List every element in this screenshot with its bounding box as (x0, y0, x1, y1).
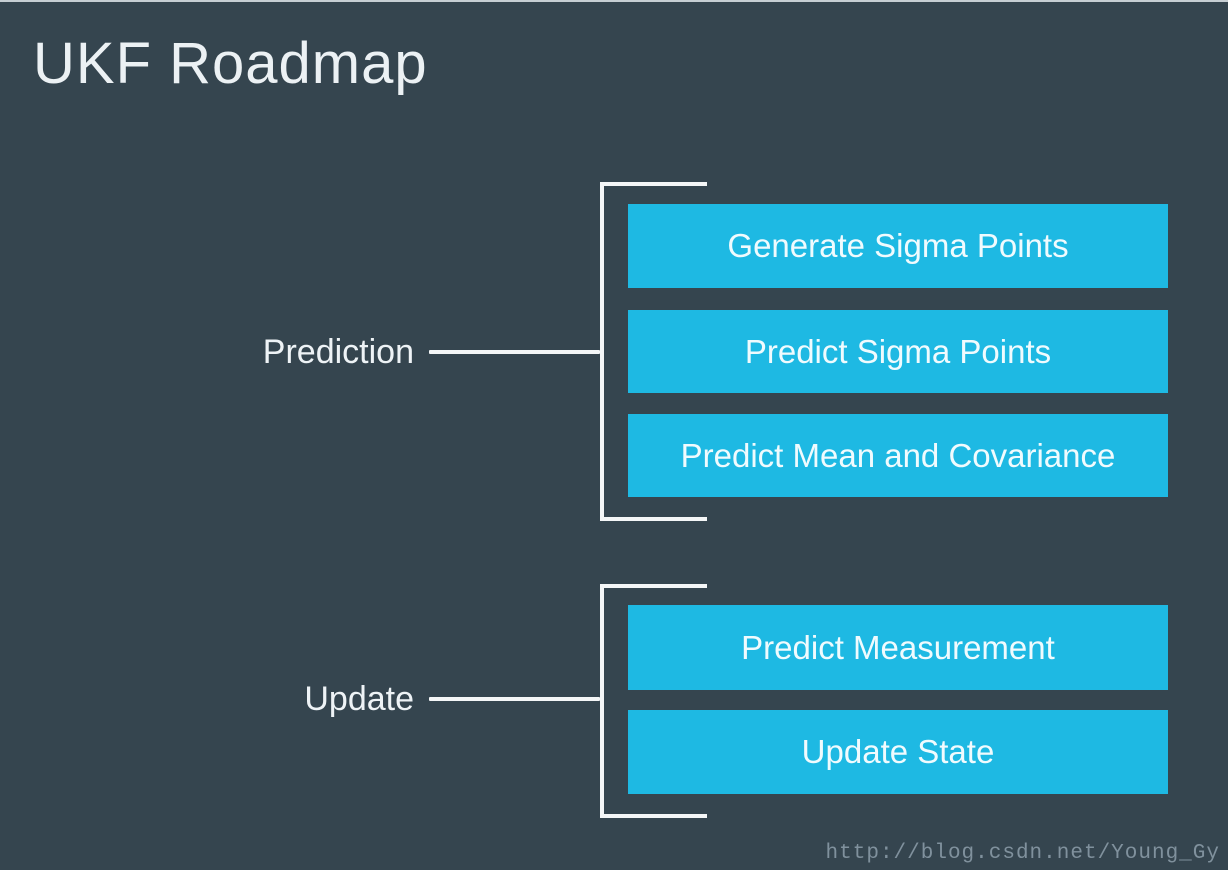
step-box-predict-mean-and-covariance: Predict Mean and Covariance (628, 414, 1168, 497)
update-bracket-top-arm (600, 584, 707, 588)
update-connector-line (429, 697, 600, 701)
watermark-url: http://blog.csdn.net/Young_Gy (825, 842, 1220, 865)
prediction-connector-line (429, 350, 600, 354)
step-box-generate-sigma-points: Generate Sigma Points (628, 204, 1168, 288)
prediction-bracket-vertical-line (600, 182, 604, 521)
step-box-predict-sigma-points: Predict Sigma Points (628, 310, 1168, 393)
group-label-update: Update (304, 680, 414, 718)
update-bracket-bottom-arm (600, 814, 707, 818)
prediction-bracket-top-arm (600, 182, 707, 186)
prediction-bracket-bottom-arm (600, 517, 707, 521)
update-bracket-vertical-line (600, 584, 604, 818)
step-box-predict-measurement: Predict Measurement (628, 605, 1168, 690)
step-box-update-state: Update State (628, 710, 1168, 794)
group-label-prediction: Prediction (262, 333, 414, 371)
top-edge-highlight (0, 0, 1228, 2)
slide-title: UKF Roadmap (33, 31, 428, 96)
